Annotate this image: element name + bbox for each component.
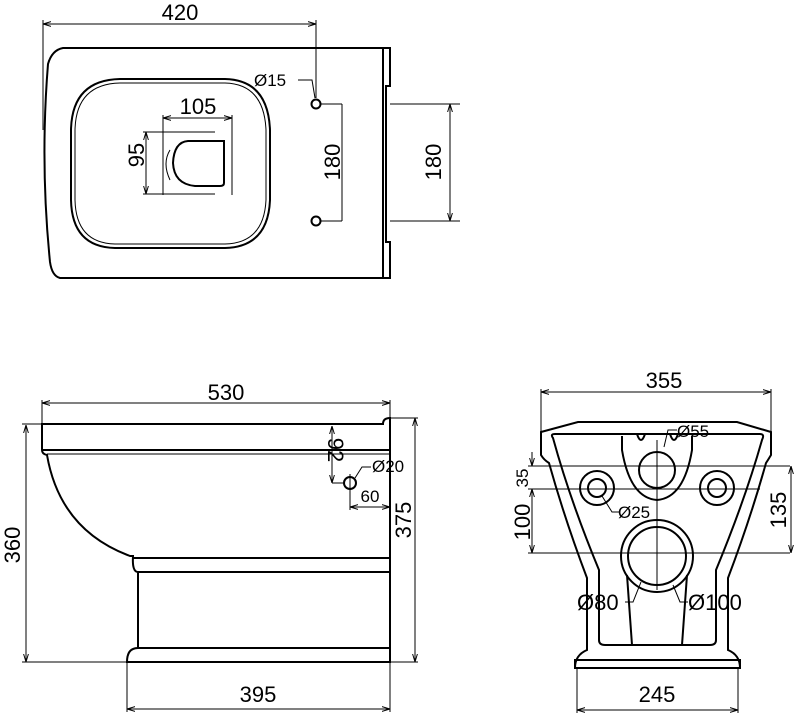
dim-height-360: 360 [0,527,25,564]
outlet-shape [171,140,225,187]
label-outlet-outer: Ø100 [688,590,742,615]
side-view: 530 360 375 395 92 Ø20 60 [0,380,418,712]
side-hole [587,478,607,498]
label-inlet-diameter: Ø20 [372,457,404,476]
dim-wall-spacing: 180 [421,144,446,181]
dim-width-355: 355 [646,368,683,393]
top-view: 420 105 95 Ø15 180 180 [42,0,460,279]
front-outline [540,421,772,669]
dim-135: 135 [766,492,791,529]
dim-35: 35 [513,469,532,488]
dim-inlet-60: 60 [361,487,380,506]
side-hole [707,478,727,498]
dim-base-395: 395 [240,682,277,707]
label-side-hole-diameter: Ø25 [618,503,650,522]
dim-100: 100 [510,504,535,541]
bolt-hole [310,98,322,110]
label-outlet-inner: Ø80 [577,590,619,615]
dim-width-420: 420 [162,0,199,25]
label-top-hole-diameter: Ø55 [677,422,709,441]
wall-band [383,47,391,279]
bolt-hole [310,215,322,227]
dim-inlet-92: 92 [323,438,348,462]
dim-opening-105: 105 [180,94,217,119]
label-bolt-diameter: Ø15 [254,71,286,90]
dim-opening-95: 95 [124,143,149,167]
dim-height-375: 375 [391,502,416,539]
top-view-outline [43,47,384,279]
seat-outline [70,78,271,249]
dim-bolt-spacing: 180 [320,144,345,181]
front-view: 355 245 35 100 135 Ø55 Ø25 Ø80 Ø100 [510,368,791,713]
dim-length-530: 530 [208,380,245,405]
dim-base-245: 245 [639,682,676,707]
